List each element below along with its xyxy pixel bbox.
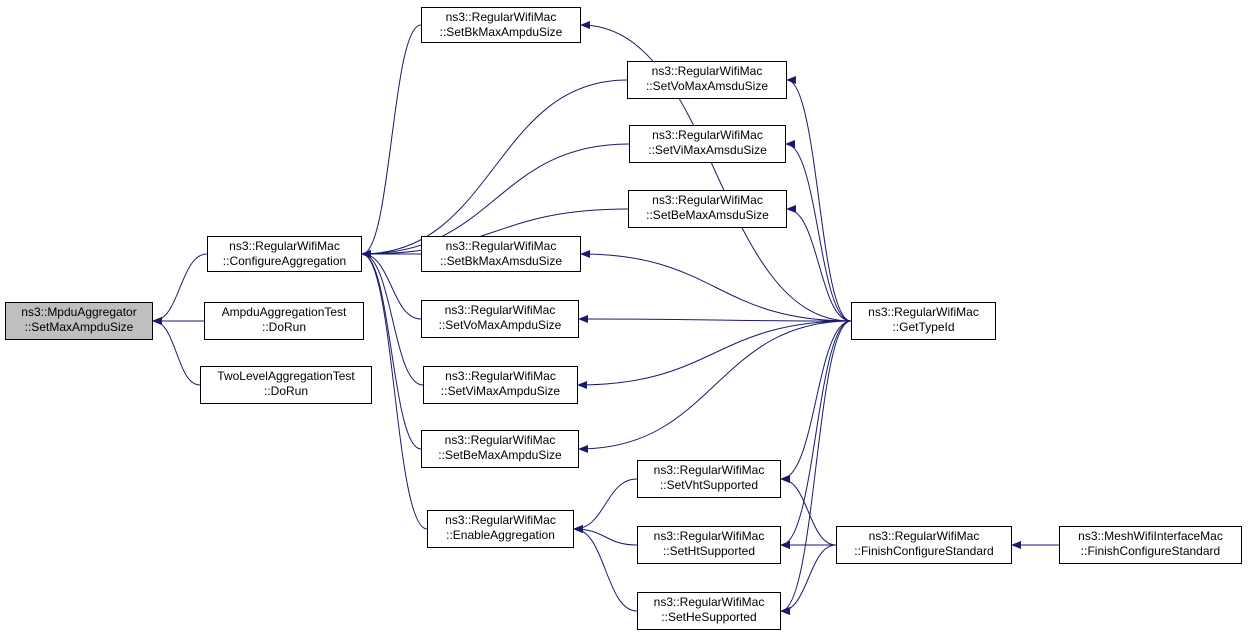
edge-get_type_id-to-set_vi_max_ampdu <box>577 320 852 389</box>
node-configure-aggregation[interactable]: ns3::RegularWifiMac ::ConfigureAggregati… <box>207 236 362 272</box>
node-label-line1: ns3::RegularWifiMac <box>652 193 763 207</box>
edge-set_bk_max_ampdu-to-configure_agg <box>361 24 422 258</box>
node-label-line1: TwoLevelAggregationTest <box>217 369 355 383</box>
edge-set_vht-to-enable_agg <box>573 478 638 533</box>
node-label-line2: ::SetBeMaxAmpduSize <box>438 448 562 462</box>
edge-set_be_max_ampdu-to-configure_agg <box>361 250 422 450</box>
edge-set_vo_max_ampdu-to-configure_agg <box>361 250 422 320</box>
node-label-line2: ::DoRun <box>261 320 307 334</box>
edge-get_type_id-to-set_be_max_ampdu <box>578 320 852 453</box>
node-set-vi-max-amsdu-size[interactable]: ns3::RegularWifiMac ::SetViMaxAmsduSize <box>629 125 786 163</box>
node-set-be-max-amsdu-size[interactable]: ns3::RegularWifiMac ::SetBeMaxAmsduSize <box>628 190 787 228</box>
node-label-line2: ::FinishConfigureStandard <box>854 544 994 558</box>
node-set-he-supported[interactable]: ns3::RegularWifiMac ::SetHeSupported <box>637 592 781 630</box>
node-label-line1: ns3::RegularWifiMac <box>652 128 763 142</box>
node-set-bk-max-amsdu-size[interactable]: ns3::RegularWifiMac ::SetBkMaxAmsduSize <box>421 236 581 272</box>
node-set-vo-max-ampdu-size[interactable]: ns3::RegularWifiMac ::SetVoMaxAmpduSize <box>421 300 579 338</box>
node-label-line2: ::SetHtSupported <box>662 544 756 558</box>
node-label-line2: ::DoRun <box>263 384 309 398</box>
node-two-level-aggregation-test-do-run[interactable]: TwoLevelAggregationTest ::DoRun <box>200 366 372 404</box>
node-label-line2: ::SetVhtSupported <box>659 478 759 492</box>
node-set-ht-supported[interactable]: ns3::RegularWifiMac ::SetHtSupported <box>637 526 781 564</box>
node-label-line1: ns3::RegularWifiMac <box>445 369 556 383</box>
edge-set_vi_max_ampdu-to-configure_agg <box>361 250 424 386</box>
edge-get_type_id-to-set_bk_max_ampdu <box>580 21 852 322</box>
node-label-line1: ns3::RegularWifiMac <box>445 10 557 24</box>
node-set-vo-max-amsdu-size[interactable]: ns3::RegularWifiMac ::SetVoMaxAmsduSize <box>627 61 787 99</box>
edge-configure_agg-to-mpdu_setmax <box>152 253 208 325</box>
node-label-line2: ::SetHeSupported <box>661 610 757 624</box>
edge-twolevel_test-to-mpdu_setmax <box>152 317 201 386</box>
node-label-line2: ::SetBkMaxAmsduSize <box>439 254 563 268</box>
edge-set_he-to-enable_agg <box>573 525 638 612</box>
edge-get_type_id-to-set_ht <box>780 320 852 549</box>
node-label-line1: ns3::RegularWifiMac <box>653 463 765 477</box>
node-label-line1: ns3::RegularWifiMac <box>653 529 765 543</box>
edge-get_type_id-to-set_be_max_amsdu <box>786 205 852 322</box>
edge-get_type_id-to-set_vo_max_ampdu <box>578 315 852 324</box>
node-label-line2: ::ConfigureAggregation <box>222 254 347 268</box>
node-label-line2: ::SetBkMaxAmpduSize <box>439 25 563 39</box>
edge-set_vo_max_amsdu-to-configure_agg <box>361 79 628 258</box>
edge-set_vi_max_amsdu-to-configure_agg <box>361 143 630 258</box>
edge-finish_configure-to-set_vht <box>780 475 837 546</box>
node-mesh-finish-configure-standard[interactable]: ns3::MeshWifiInterfaceMac ::FinishConfig… <box>1059 526 1242 564</box>
node-label-line2: ::FinishConfigureStandard <box>1080 544 1221 558</box>
node-label-line2: ::SetVoMaxAmpduSize <box>438 318 562 332</box>
node-label-line2: ::SetViMaxAmsduSize <box>648 143 767 157</box>
node-label-line1: ns3::RegularWifiMac <box>444 433 556 447</box>
edge-set_be_max_amsdu-to-configure_agg <box>361 208 629 258</box>
node-finish-configure-standard[interactable]: ns3::RegularWifiMac ::FinishConfigureSta… <box>836 526 1012 564</box>
node-label-line1: ns3::RegularWifiMac <box>868 305 979 319</box>
node-get-type-id[interactable]: ns3::RegularWifiMac ::GetTypeId <box>851 302 996 340</box>
node-enable-aggregation[interactable]: ns3::RegularWifiMac ::EnableAggregation <box>427 510 574 548</box>
node-label-line1: AmpduAggregationTest <box>221 305 347 319</box>
node-label-line2: ::SetBeMaxAmsduSize <box>646 208 769 222</box>
node-label-line1: ns3::MeshWifiInterfaceMac <box>1078 529 1223 543</box>
node-set-vi-max-ampdu-size[interactable]: ns3::RegularWifiMac ::SetViMaxAmpduSize <box>423 366 578 404</box>
edge-get_type_id-to-set_vht <box>780 320 852 483</box>
edge-get_type_id-to-set_vi_max_amsdu <box>785 140 852 322</box>
edge-enable_agg-to-configure_agg <box>361 250 428 530</box>
node-label-line1: ns3::RegularWifiMac <box>445 513 556 527</box>
node-set-bk-max-ampdu-size[interactable]: ns3::RegularWifiMac ::SetBkMaxAmpduSize <box>421 7 581 43</box>
edge-finish_configure-to-set_he <box>780 544 837 615</box>
node-set-be-max-ampdu-size[interactable]: ns3::RegularWifiMac ::SetBeMaxAmpduSize <box>421 430 579 468</box>
node-mpdu-aggregator-set-max-ampdu-size: ns3::MpduAggregator ::SetMaxAmpduSize <box>5 302 153 340</box>
edge-get_type_id-to-set_he <box>780 320 852 615</box>
node-label-line1: ns3::RegularWifiMac <box>868 529 980 543</box>
edge-get_type_id-to-set_bk_max_amsdu <box>580 250 852 322</box>
node-label-line2: ::SetVoMaxAmsduSize <box>645 79 769 93</box>
node-label-line1: ns3::RegularWifiMac <box>229 239 340 253</box>
node-label-line1: ns3::RegularWifiMac <box>444 303 556 317</box>
node-label-line2: ::SetMaxAmpduSize <box>24 320 134 334</box>
node-label-line1: ns3::RegularWifiMac <box>653 595 765 609</box>
node-label-line2: ::EnableAggregation <box>446 528 555 542</box>
node-ampdu-aggregation-test-do-run[interactable]: AmpduAggregationTest ::DoRun <box>204 302 364 340</box>
node-label-line1: ns3::RegularWifiMac <box>651 64 763 78</box>
node-label-line1: ns3::RegularWifiMac <box>445 239 557 253</box>
node-label-line2: ::GetTypeId <box>892 320 955 334</box>
edge-get_type_id-to-set_vo_max_amsdu <box>786 76 852 322</box>
node-label-line1: ns3::MpduAggregator <box>21 305 137 319</box>
node-label-line2: ::SetViMaxAmpduSize <box>440 384 561 398</box>
node-set-vht-supported[interactable]: ns3::RegularWifiMac ::SetVhtSupported <box>637 460 781 498</box>
